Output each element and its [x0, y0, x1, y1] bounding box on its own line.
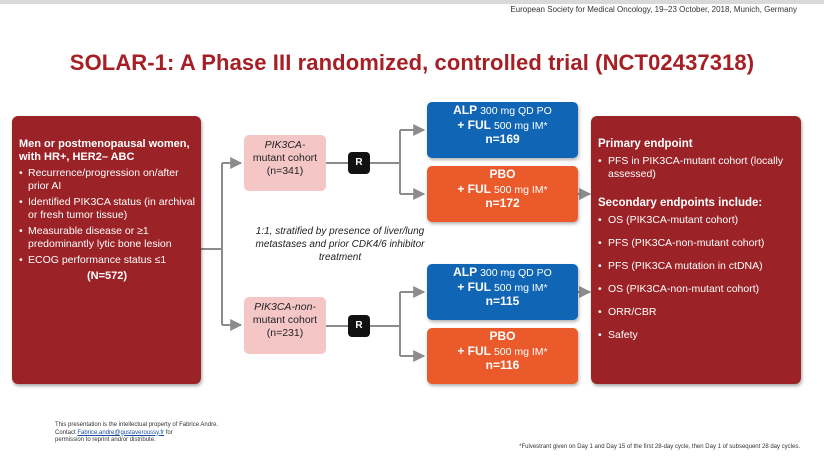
cohort-mutant-n: (n=341) — [266, 165, 304, 177]
randomize-marker-mutant: R — [348, 152, 370, 174]
arm-alp-nonmutant: ALP 300 mg QD PO + FUL 500 mg IM* n=115 — [427, 264, 578, 320]
endpoints-box: Primary endpoint PFS in PIK3CA-mutant co… — [591, 116, 801, 384]
ip-line-1: This presentation is the intellectual pr… — [55, 422, 219, 428]
top-rule — [0, 0, 824, 4]
cohort-nonmutant-label: mutant cohort — [252, 314, 318, 326]
secondary-endpoints-heading: Secondary endpoints include: — [598, 197, 763, 209]
conference-line: European Society for Medical Oncology, 1… — [510, 5, 797, 14]
arm-ful: + FUL — [457, 181, 492, 196]
cohort-mutant-label: mutant cohort — [252, 152, 318, 164]
slide-title: SOLAR-1: A Phase III randomized, control… — [69, 50, 755, 75]
criterion-item: Identified PIK3CA status (in archival or… — [19, 196, 195, 222]
arm-drug: PBO — [489, 167, 516, 181]
arm-ful-dose: 500 mg IM* — [493, 345, 548, 358]
arm-drug: ALP — [453, 265, 478, 279]
cohort-mutant-gene: PIK3CA- — [264, 139, 306, 151]
arm-dose: 300 mg QD PO — [480, 267, 552, 279]
cohort-nonmutant-n: (n=231) — [266, 327, 304, 339]
fulvestrant-footnote: *Fulvestrant given on Day 1 and Day 15 o… — [519, 444, 800, 450]
arm-ful-dose: 500 mg IM* — [493, 281, 548, 294]
arm-ful-dose: 500 mg IM* — [493, 119, 548, 132]
primary-endpoint-list: PFS in PIK3CA-mutant cohort (locally ass… — [598, 155, 793, 181]
population-n: (N=572) — [86, 270, 128, 282]
ip-for: for — [165, 429, 173, 436]
criteria-list: Recurrence/progression on/after prior AI… — [19, 167, 195, 267]
cohort-nonmutant-gene: PIK3CA-non- — [254, 301, 316, 313]
arm-ful: + FUL — [457, 279, 492, 294]
population-box: Men or postmenopausal women, with HR+, H… — [12, 116, 201, 384]
population-heading: Men or postmenopausal women, with HR+, H… — [19, 138, 190, 163]
endpoint-item: OS (PIK3CA-mutant cohort) — [598, 214, 793, 227]
endpoint-item: PFS (PIK3CA mutation in ctDNA) — [598, 260, 793, 273]
arm-ful: + FUL — [457, 117, 492, 132]
arm-alp-mutant: ALP 300 mg QD PO + FUL 500 mg IM* n=169 — [427, 102, 578, 158]
arm-pbo-nonmutant: PBO + FUL 500 mg IM* n=116 — [427, 328, 578, 384]
randomize-marker-nonmutant: R — [348, 315, 370, 337]
arm-pbo-mutant: PBO + FUL 500 mg IM* n=172 — [427, 166, 578, 222]
endpoint-item: ORR/CBR — [598, 306, 793, 319]
arm-ful: + FUL — [457, 343, 492, 358]
arm-ful-dose: 500 mg IM* — [493, 183, 548, 196]
arm-n: n=172 — [485, 196, 520, 210]
arm-n: n=115 — [485, 294, 520, 308]
arm-n: n=169 — [485, 132, 520, 146]
endpoint-item: Safety — [598, 329, 793, 342]
arm-dose: 300 mg QD PO — [480, 105, 552, 117]
contact-email-link[interactable]: Fabrice.andre@gustaveroussy.fr — [77, 429, 165, 436]
ip-notice: This presentation is the intellectual pr… — [55, 422, 218, 445]
criterion-item: Measurable disease or ≥1 predominantly l… — [19, 225, 195, 251]
endpoint-item: PFS (PIK3CA-non-mutant cohort) — [598, 237, 793, 250]
cohort-nonmutant: PIK3CA-non- mutant cohort (n=231) — [244, 297, 326, 354]
ip-line-3: permission to reprint and/or distribute. — [55, 437, 156, 443]
criterion-item: Recurrence/progression on/after prior AI — [19, 167, 195, 193]
secondary-endpoint-list: OS (PIK3CA-mutant cohort) PFS (PIK3CA-no… — [598, 214, 793, 342]
criterion-item: ECOG performance status ≤1 — [19, 254, 195, 267]
ip-contact: Contact — [55, 429, 76, 436]
arm-drug: ALP — [453, 103, 478, 117]
endpoint-item: PFS in PIK3CA-mutant cohort (locally ass… — [598, 155, 793, 181]
endpoint-item: OS (PIK3CA-non-mutant cohort) — [598, 283, 793, 296]
arm-n: n=116 — [485, 358, 520, 372]
primary-endpoint-heading: Primary endpoint — [598, 138, 693, 150]
cohort-mutant: PIK3CA- mutant cohort (n=341) — [244, 135, 326, 191]
arm-drug: PBO — [489, 329, 516, 343]
stratification-note: 1:1, stratified by presence of liver/lun… — [255, 226, 425, 263]
